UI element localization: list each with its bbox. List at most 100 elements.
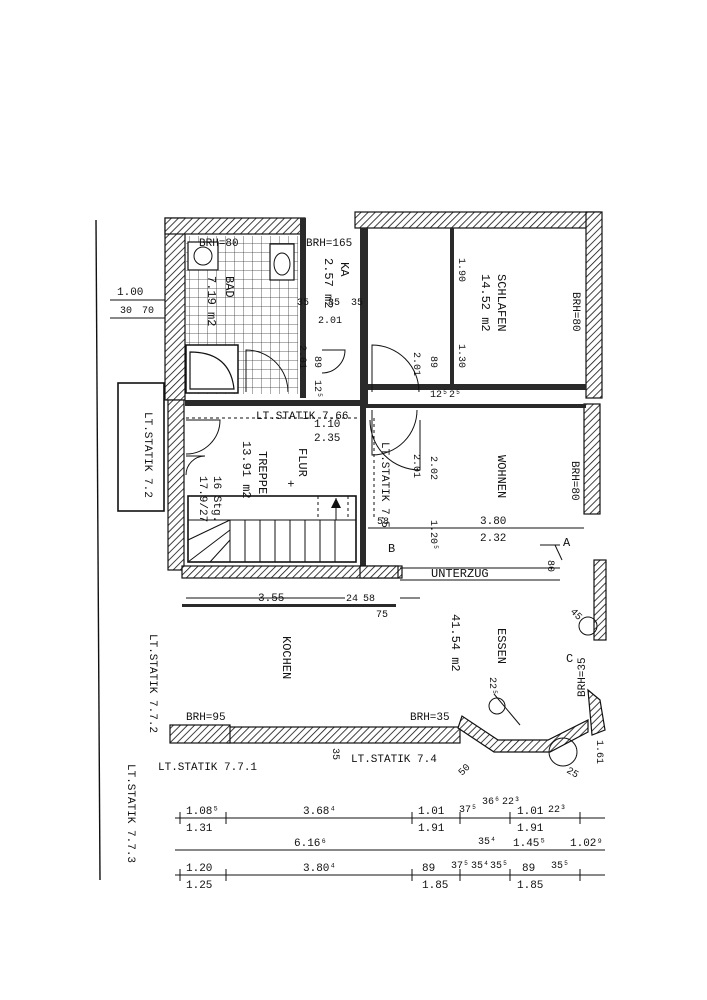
dim-row3b-3: 1.85 [517,880,543,892]
dim-row3-7: 89 [522,863,535,875]
dim-row2-4: 1.02⁹ [570,838,603,850]
dim-1-00: 1.00 [117,287,143,299]
statik-75: LT.STATIK 7.5 [378,442,390,528]
dim-row1-8: 22³ [548,805,566,816]
dim-row1-2: 3.68⁴ [303,806,336,818]
dim-row1-6: 22³ [502,797,520,808]
stairs-steps: 16 Stg. [210,476,222,522]
dim-row3-8: 35⁵ [551,861,569,872]
beam-support [359,565,399,579]
dim-50: 50 [457,763,473,779]
dim-row1-5: 36⁶ [482,797,500,808]
dim-22-5: 22⁵ [486,677,497,695]
dim-row3-1: 1.20 [186,863,212,875]
dim-row1-1: 1.08⁵ [186,806,219,818]
dim-12-5-a: 12⁵ [311,380,322,398]
statik-72: LT.STATIK 7.2 [141,412,153,498]
ka-area: 2.57 m2 [321,258,335,308]
dim-2-02: 2.02 [427,456,438,480]
kochen-name: KOCHEN [279,636,293,679]
essen-name: ESSEN [494,628,508,664]
unterzug-label: UNTERZUG [431,567,489,581]
dim-1-20-5: 1.20⁵ [427,520,438,550]
dim-12-5-b: 12⁵ [430,390,448,401]
dim-row1b-3: 1.91 [517,823,544,835]
doors [185,344,421,476]
dim-2-01-c: 2.01 [410,352,421,376]
dimension-lines [110,299,605,881]
dim-row1-4: 37⁵ [459,805,477,816]
flur-plus: + [283,480,297,487]
bathtub-icon [185,344,239,394]
dim-2-32: 2.32 [480,533,506,545]
dim-80-a: 80 [544,560,555,572]
dim-row3b-1: 1.25 [186,880,212,892]
section-b: B [388,542,395,556]
outer-walls [164,211,607,753]
statik-markers [117,382,375,520]
dim-row3-2: 3.80⁴ [303,863,336,875]
section-marks [488,544,598,767]
dim-row1-7: 1.01 [517,806,544,818]
dim-row1b-2: 1.91 [418,823,445,835]
flur-area: 13.91 m2 [239,441,253,499]
scan-border [95,219,101,881]
schlafen-area: 14.52 m2 [478,274,492,332]
stairs-ratio: 17.9/27 [196,476,208,522]
brh35-label-b: BRH=35 [577,657,589,697]
dim-70: 70 [142,306,154,317]
inner-walls [182,218,586,607]
dim-3-55: 3.55 [258,593,284,605]
dim-1-10: 1.10 [314,419,340,431]
bottom-dimensions: 1.08⁵ 3.68⁴ 1.01 37⁵ 36⁶ 22³ 1.01 22³ 1.… [186,797,603,892]
dim-2-01-a: 2.01 [318,316,342,327]
dim-85: 85 [328,298,340,309]
dim-58-b: 58 [363,594,375,605]
flur-treppe: TREPPE [255,451,269,494]
dim-35-c: 35 [329,748,340,760]
statik-766: LT.STATIK 7.66 [256,411,348,423]
schlafen-name: SCHLAFEN [494,274,508,332]
statik-773: LT.STATIK 7.7.3 [124,764,136,863]
dim-1-90: 1.90 [455,258,466,282]
ka-name: KA [337,262,351,277]
dim-row1b-1: 1.31 [186,823,213,835]
dim-row3-3: 89 [422,863,435,875]
dim-89-b: 89 [427,356,438,368]
staircase [187,495,357,563]
dim-2-01-b: 2.01 [296,345,307,369]
statik-74: LT.STATIK 7.4 [351,754,437,766]
dim-75: 75 [376,610,388,621]
dim-1-61: 1.61 [593,740,604,764]
dim-2-5: 2⁵ [449,390,461,401]
wohnen-brh: BRH=80 [568,461,580,501]
section-c: C [566,652,573,666]
dim-58-a: 58 [377,517,389,528]
dim-row2-3: 1.45⁵ [513,838,546,850]
wohnen-name: WOHNEN [494,455,508,498]
dim-2-01-d: 2.01 [410,454,421,478]
dim-row2-2: 35⁴ [478,836,496,848]
dim-row3b-2: 1.85 [422,880,448,892]
sink-icon [187,241,219,271]
dim-89-a: 89 [311,356,322,368]
schlafen-brh: BRH=80 [569,292,581,332]
dim-row1-3: 1.01 [418,806,445,818]
section-a: A [563,536,571,550]
essen-area: 41.54 m2 [448,614,462,672]
dim-row3-6: 35⁵ [490,861,508,872]
toilet-icon [269,243,295,281]
flur-name: FLUR [295,448,309,477]
dim-2-35: 2.35 [314,433,340,445]
dim-25: 25 [564,766,580,782]
dim-35-b: 35 [351,298,363,309]
statik-771: LT.STATIK 7.7.1 [158,762,257,774]
ka-brh: BRH=165 [306,238,352,250]
dim-35-a: 35 [297,298,309,309]
dim-3-80: 3.80 [480,516,506,528]
dim-row2-1: 6.16⁶ [294,838,327,850]
dim-row3-5: 35⁴ [471,860,489,872]
bad-brh: BRH=80 [199,238,239,250]
dim-1-30: 1.30 [455,344,466,368]
